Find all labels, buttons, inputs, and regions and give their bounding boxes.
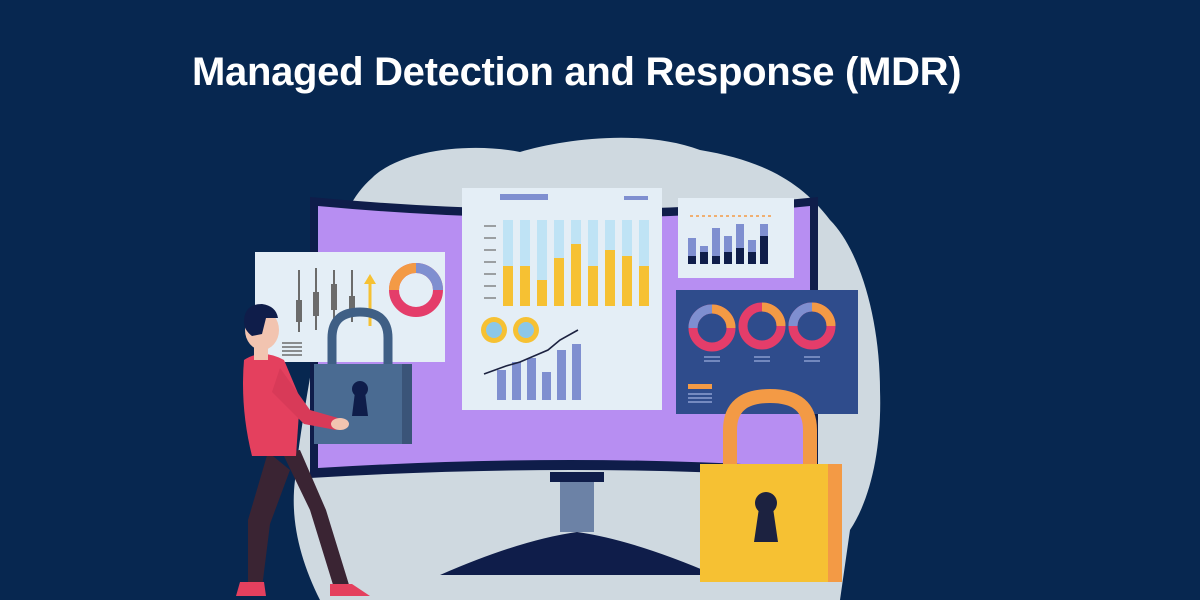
donut-chart-icon <box>688 304 736 352</box>
keyhole-icon <box>754 492 778 542</box>
donut-chart-icon <box>389 263 443 317</box>
page-title: Managed Detection and Response (MDR) <box>192 50 962 94</box>
candlestick-panel <box>255 252 445 362</box>
lock-icon <box>700 388 842 582</box>
analytics-panel <box>462 188 662 410</box>
donut-chart-icon <box>788 302 836 350</box>
coin-icon <box>481 317 539 343</box>
lock-icon <box>314 307 412 444</box>
keyhole-icon <box>352 381 368 416</box>
monitor-stand <box>440 472 715 575</box>
line-chart-icon <box>483 329 581 400</box>
stats-panel <box>678 198 794 278</box>
person-illustration <box>236 304 370 596</box>
up-arrow-icon <box>364 274 376 326</box>
donut-chart-icon <box>738 302 786 350</box>
bar-chart-icon <box>503 220 649 306</box>
